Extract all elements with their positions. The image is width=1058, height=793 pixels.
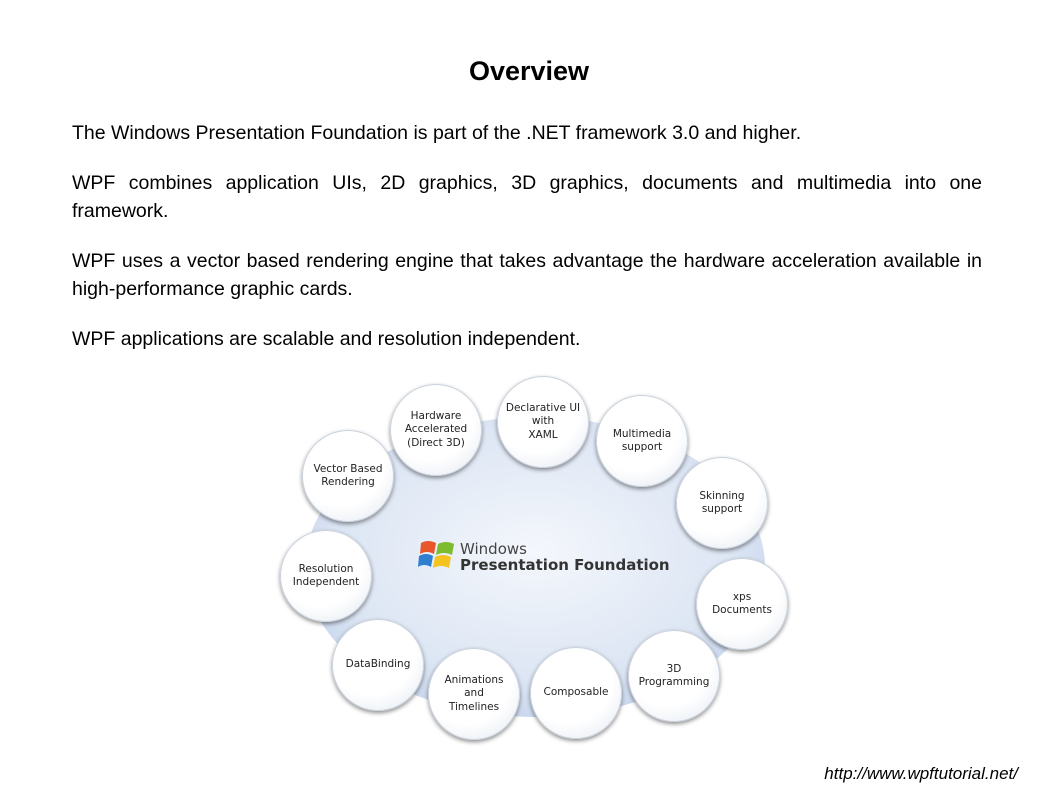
feature-vector-rendering: Vector Based Rendering	[302, 430, 394, 522]
feature-composable: Composable	[530, 647, 622, 739]
logo-presentation-foundation-text: Presentation Foundation	[460, 556, 670, 574]
paragraph-3: WPF uses a vector based rendering engine…	[72, 250, 982, 300]
slide-title: Overview	[468, 56, 590, 86]
feature-skinning: Skinning support	[676, 457, 768, 549]
logo-windows-text: Windows	[460, 540, 527, 558]
wpf-logo: Windows Presentation Foundation	[418, 537, 670, 577]
paragraph-1: The Windows Presentation Foundation is p…	[72, 122, 802, 144]
feature-databinding: DataBinding	[332, 619, 424, 711]
wpf-feature-diagram: Windows Presentation Foundation Hardware…	[260, 372, 800, 752]
paragraph-4: WPF applications are scalable and resolu…	[72, 328, 581, 350]
feature-3d-programming: 3D Programming	[628, 630, 720, 722]
paragraph-2: WPF combines application UIs, 2D graphic…	[72, 172, 982, 222]
body-text: The Windows Presentation Foundation is p…	[72, 119, 982, 375]
footer-url: http://www.wpftutorial.net/	[824, 764, 1018, 783]
windows-flag-icon	[418, 541, 454, 568]
feature-xps-documents: xps Documents	[696, 558, 788, 650]
feature-resolution-independent: Resolution Independent	[280, 530, 372, 622]
feature-animations-timelines: Animations and Timelines	[428, 648, 520, 740]
feature-hardware-accelerated: Hardware Accelerated (Direct 3D)	[390, 384, 482, 476]
feature-declarative-ui: Declarative UI with XAML	[497, 376, 589, 468]
feature-multimedia: Multimedia support	[596, 395, 688, 487]
